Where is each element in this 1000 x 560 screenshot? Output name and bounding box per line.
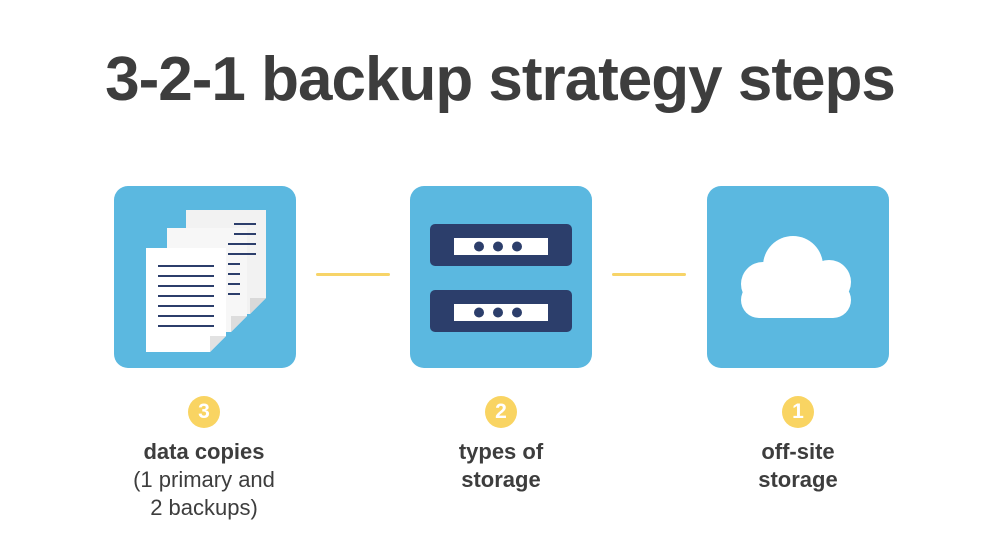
step-label: types of	[458, 439, 544, 464]
step-sublabel: 2 backups)	[150, 495, 258, 520]
step-label: data copies	[143, 439, 265, 464]
step-label: storage	[461, 467, 541, 492]
step-caption: off-site storage	[678, 438, 918, 494]
step-caption: types of storage	[381, 438, 621, 494]
connector-line	[316, 273, 390, 276]
server-icon	[430, 224, 572, 332]
step-3-copies-box	[114, 186, 296, 368]
step-1-offsite-box	[707, 186, 889, 368]
documents-icon	[146, 210, 266, 352]
step-number-badge: 3	[188, 396, 220, 428]
step-label: off-site	[761, 439, 835, 464]
step-sublabel: (1 primary and	[133, 467, 275, 492]
step-2-storage-box	[410, 186, 592, 368]
step-number-badge: 2	[485, 396, 517, 428]
step-label: storage	[758, 467, 838, 492]
step-caption: data copies (1 primary and 2 backups)	[84, 438, 324, 522]
diagram-title: 3-2-1 backup strategy steps	[105, 45, 896, 114]
cloud-icon	[741, 236, 851, 318]
connector-line	[612, 273, 686, 276]
step-number-badge: 1	[782, 396, 814, 428]
